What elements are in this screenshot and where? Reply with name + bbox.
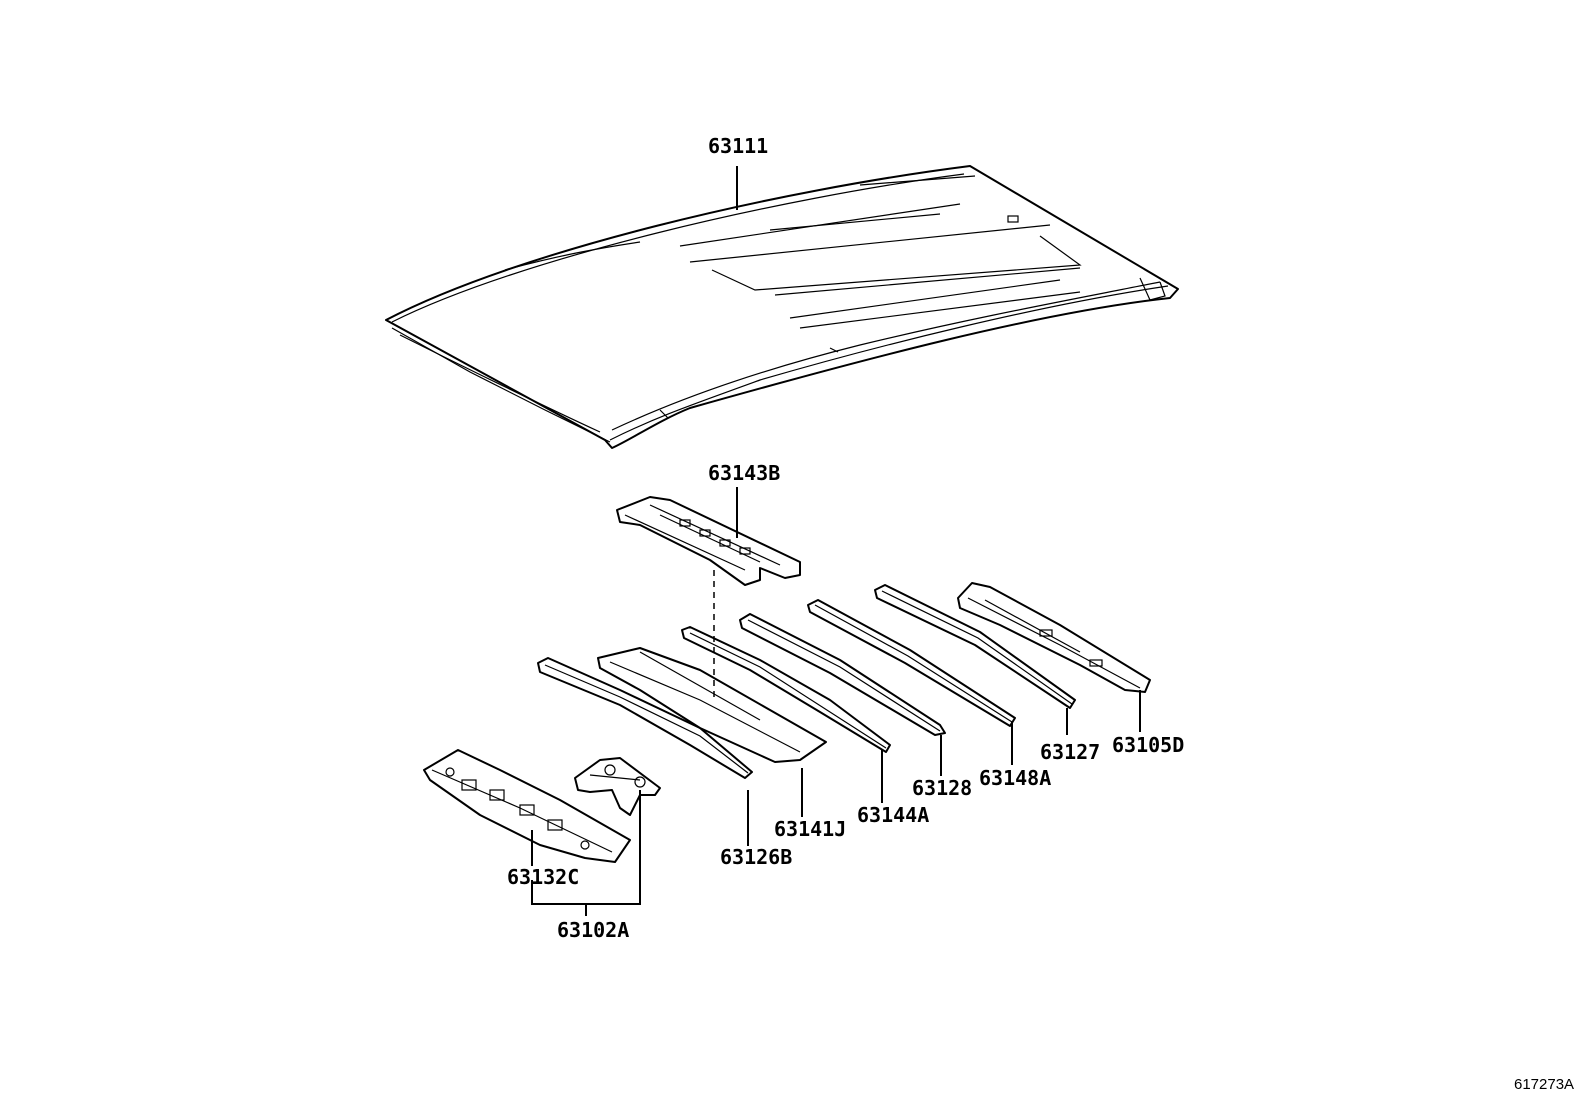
part-label-63111: 63111 [708, 134, 768, 158]
part-label-63105d: 63105D [1112, 733, 1184, 757]
part-label-63102a: 63102A [557, 918, 629, 942]
part-label-63128: 63128 [912, 776, 972, 800]
rear-roof-panel-part[interactable] [423, 749, 631, 863]
part-label-63126b: 63126B [720, 845, 792, 869]
roof-bow-63126b[interactable] [537, 657, 753, 779]
leader-lines [531, 166, 1141, 916]
part-label-63148a: 63148A [979, 766, 1051, 790]
part-label-63132c: 63132C [507, 865, 579, 889]
roof-bracket-part[interactable] [574, 757, 661, 816]
roof-bow-63127[interactable] [874, 584, 1076, 709]
part-label-63141j: 63141J [774, 817, 846, 841]
part-label-63144a: 63144A [857, 803, 929, 827]
part-label-63143b: 63143B [708, 461, 780, 485]
roof-panel[interactable] [385, 165, 1179, 449]
roof-bow-63141j[interactable] [597, 647, 827, 763]
part-label-63127: 63127 [1040, 740, 1100, 764]
diagram-reference-code: 617273A [1514, 1076, 1574, 1093]
rear-header-part[interactable] [957, 582, 1151, 693]
front-header-part[interactable] [616, 496, 801, 586]
roof-bow-63144a[interactable] [681, 626, 891, 753]
roof-bow-63128[interactable] [739, 613, 946, 736]
